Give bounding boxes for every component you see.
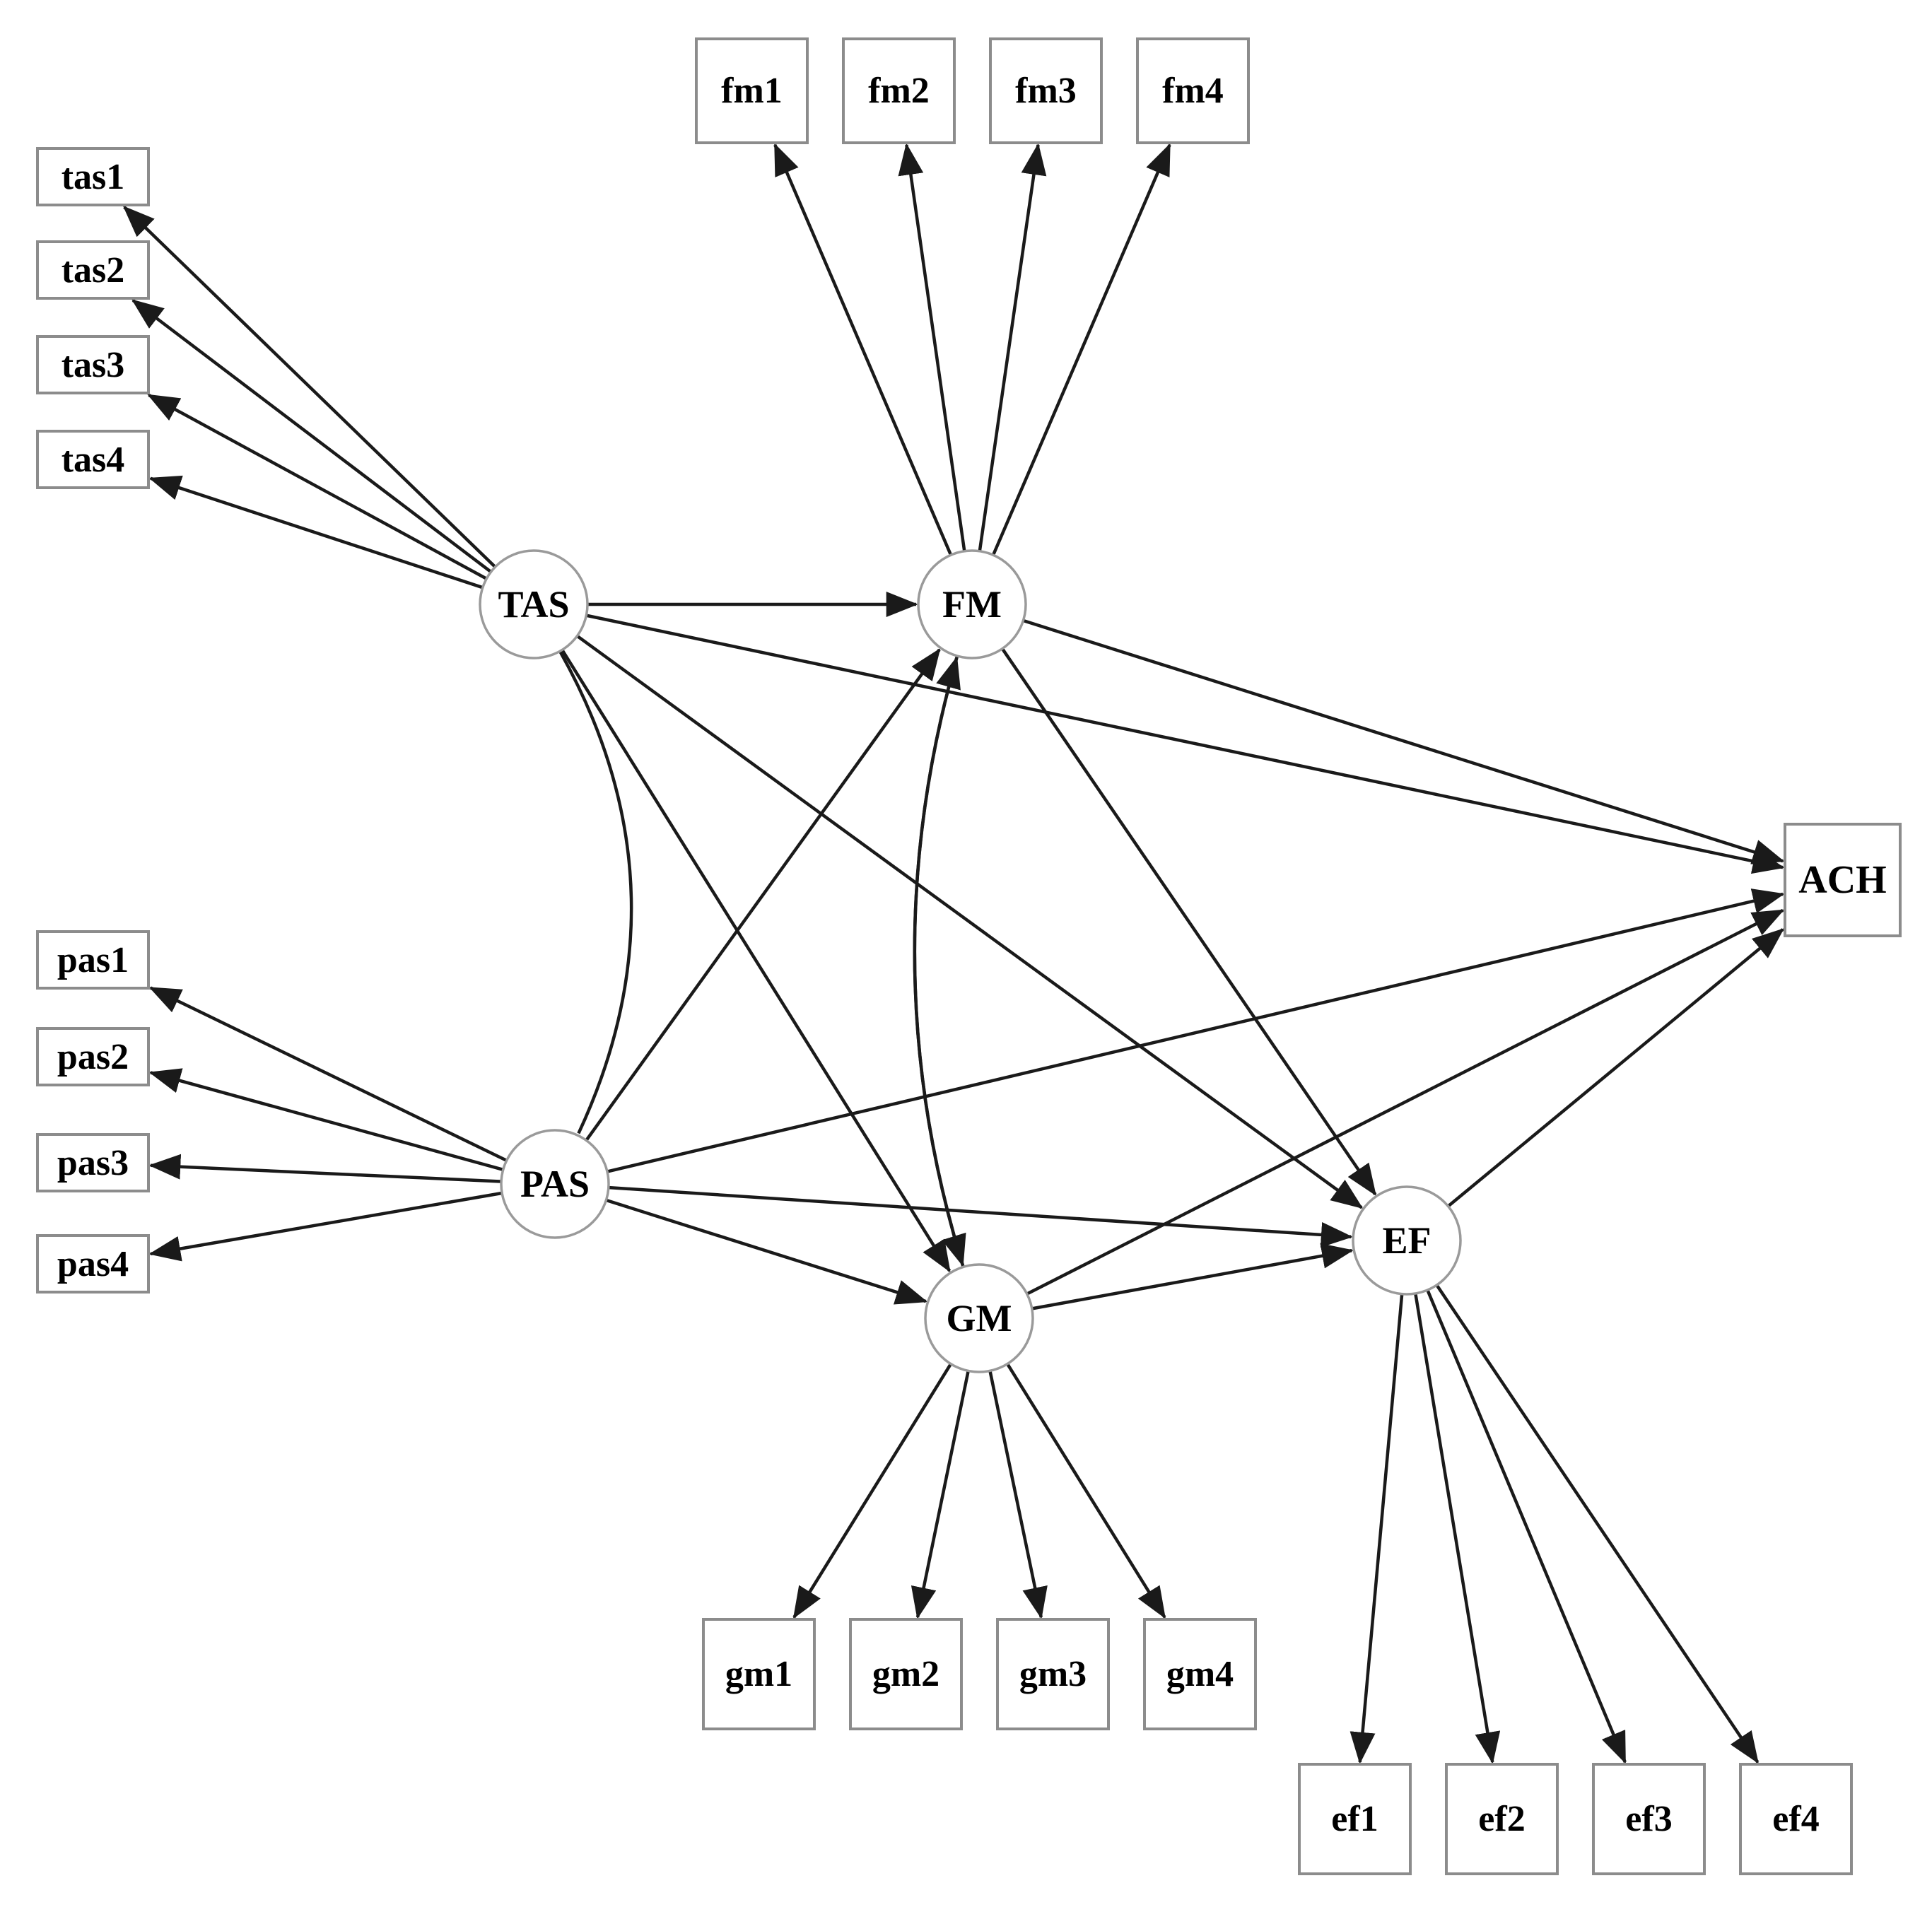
observed-box-ef2[interactable]: [1445, 1763, 1559, 1875]
observed-box-gm4[interactable]: [1143, 1618, 1257, 1730]
measurement-path-ef-ef2: [1414, 1294, 1501, 1764]
observed-box-ef3[interactable]: [1592, 1763, 1706, 1875]
measurement-path-pas-pas2: [148, 1068, 503, 1171]
structural-path-pas-gm: [606, 1199, 928, 1305]
latent-circle-GM[interactable]: [924, 1263, 1034, 1373]
observed-box-ef1[interactable]: [1298, 1763, 1412, 1875]
structural-path-pas-fm: [585, 647, 941, 1141]
latent-circle-EF[interactable]: [1352, 1185, 1462, 1296]
structural-path-pas-ef: [609, 1185, 1353, 1248]
latent-circle-TAS[interactable]: [479, 549, 589, 659]
measurement-path-tas-tas1: [122, 206, 496, 568]
measurement-path-ef-ef3: [1426, 1290, 1627, 1764]
observed-box-fm2[interactable]: [842, 37, 956, 144]
observed-box-ACH[interactable]: [1784, 823, 1902, 937]
measurement-path-ef-ef1: [1350, 1294, 1404, 1764]
observed-box-tas1[interactable]: [36, 147, 150, 206]
observed-box-ef4[interactable]: [1739, 1763, 1853, 1875]
curved-path-fm-gm: [913, 656, 966, 1267]
structural-path-gm-ach: [1026, 908, 1785, 1296]
measurement-path-fm-fm1: [773, 143, 952, 556]
measurement-path-fm-fm4: [992, 143, 1171, 556]
observed-box-tas3[interactable]: [36, 335, 150, 394]
observed-box-tas4[interactable]: [36, 430, 150, 489]
structural-path-gm-ef: [1032, 1243, 1354, 1310]
observed-box-fm4[interactable]: [1136, 37, 1250, 144]
measurement-path-gm-gm3: [988, 1371, 1048, 1619]
observed-box-fm1[interactable]: [695, 37, 809, 144]
measurement-path-pas-pas1: [148, 986, 507, 1162]
covariance-arc-tas-pas: [558, 651, 633, 1134]
structural-path-ef-ach: [1447, 928, 1785, 1207]
measurement-path-pas-pas3: [148, 1154, 501, 1183]
observed-box-pas4[interactable]: [36, 1234, 150, 1294]
structural-path-fm-ach: [1023, 619, 1785, 864]
observed-box-gm1[interactable]: [702, 1618, 816, 1730]
observed-box-pas2[interactable]: [36, 1027, 150, 1086]
observed-box-gm2[interactable]: [849, 1618, 963, 1730]
shape-group: [36, 37, 1902, 1875]
measurement-path-gm-gm1: [792, 1363, 952, 1619]
measurement-path-tas-tas2: [131, 299, 492, 573]
measurement-path-pas-pas4: [148, 1191, 502, 1262]
latent-circle-PAS[interactable]: [500, 1129, 610, 1239]
latent-circle-FM[interactable]: [917, 549, 1027, 659]
measurement-path-tas-tas4: [148, 475, 483, 589]
measurement-path-fm-fm3: [978, 143, 1047, 551]
structural-path-fm-ef: [1001, 648, 1377, 1197]
observed-box-pas3[interactable]: [36, 1133, 150, 1192]
observed-box-pas1[interactable]: [36, 930, 150, 990]
measurement-path-ef-ef4: [1436, 1284, 1760, 1764]
structural-path-tas-ach: [586, 614, 1785, 874]
observed-box-fm3[interactable]: [989, 37, 1103, 144]
measurement-path-gm-gm2: [911, 1371, 970, 1619]
edge-group: [122, 143, 1785, 1764]
measurement-path-tas-tas3: [147, 394, 487, 580]
measurement-path-fm-fm2: [898, 143, 966, 551]
structural-path-pas-ach: [607, 888, 1785, 1173]
measurement-path-gm-gm4: [1006, 1363, 1166, 1619]
observed-box-gm3[interactable]: [996, 1618, 1110, 1730]
structural-path-tas-ef: [576, 635, 1364, 1209]
observed-box-tas2[interactable]: [36, 240, 150, 300]
structural-path-tas-gm: [561, 650, 952, 1273]
